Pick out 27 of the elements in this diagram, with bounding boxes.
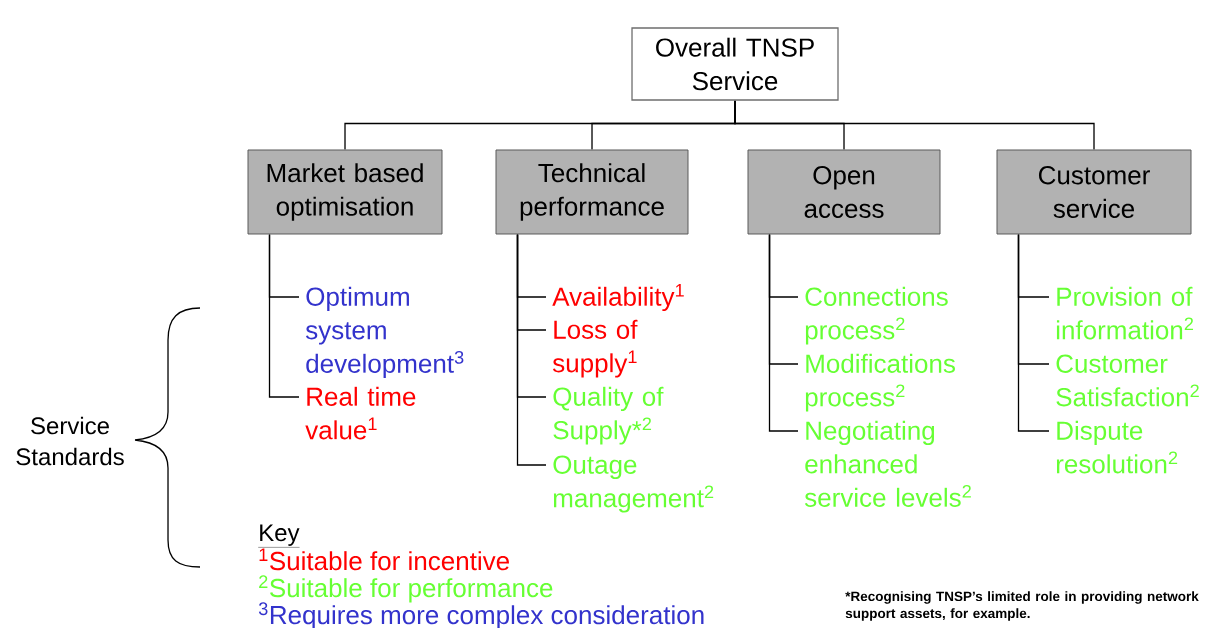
item-text: Customer Satisfaction$^{2}$ xyxy=(1056,354,1199,407)
connector xyxy=(1017,233,1050,432)
legend-entry: $^{2}$Suitable for performance xyxy=(259,575,553,603)
side-label: Service Standards xyxy=(16,416,124,466)
connector xyxy=(768,233,799,432)
connector xyxy=(268,233,300,398)
key-heading: Key xyxy=(258,524,300,548)
item-text: Provision of information$^{2}$ xyxy=(1056,286,1193,340)
category-box: Open access xyxy=(747,149,941,235)
connector xyxy=(734,100,1095,151)
item-text: Loss of supply$^{1}$ xyxy=(552,319,638,378)
footnote: *Recognising TNSP’s limited role in providing network support assets, for example. xyxy=(845,591,1199,621)
category-box: Market based optimisation xyxy=(247,149,443,235)
legend-entry: $^{1}$Suitable for incentive xyxy=(259,548,509,571)
title-box: Overall TNSP Service xyxy=(631,27,839,101)
category-box: Customer service xyxy=(996,149,1192,235)
item-text: Dispute resolution$^{2}$ xyxy=(1056,420,1178,474)
item-text: Negotiating enhanced service levels$^{2}$ xyxy=(804,420,971,507)
item-text: Optimum system development$^{3}$ xyxy=(305,286,464,379)
item-text: Real time value$^{1}$ xyxy=(305,386,416,440)
item-text: Modifications process$^{2}$ xyxy=(805,353,955,412)
connector xyxy=(516,233,547,466)
item-text: Quality of Supply*$^{2}$ xyxy=(553,386,664,445)
item-text: Connections process$^{2}$ xyxy=(805,286,948,345)
item-text: Availability$^{1}$ xyxy=(552,284,684,312)
category-box: Technical performance xyxy=(495,149,689,235)
item-text: Outage management$^{2}$ xyxy=(553,455,714,513)
